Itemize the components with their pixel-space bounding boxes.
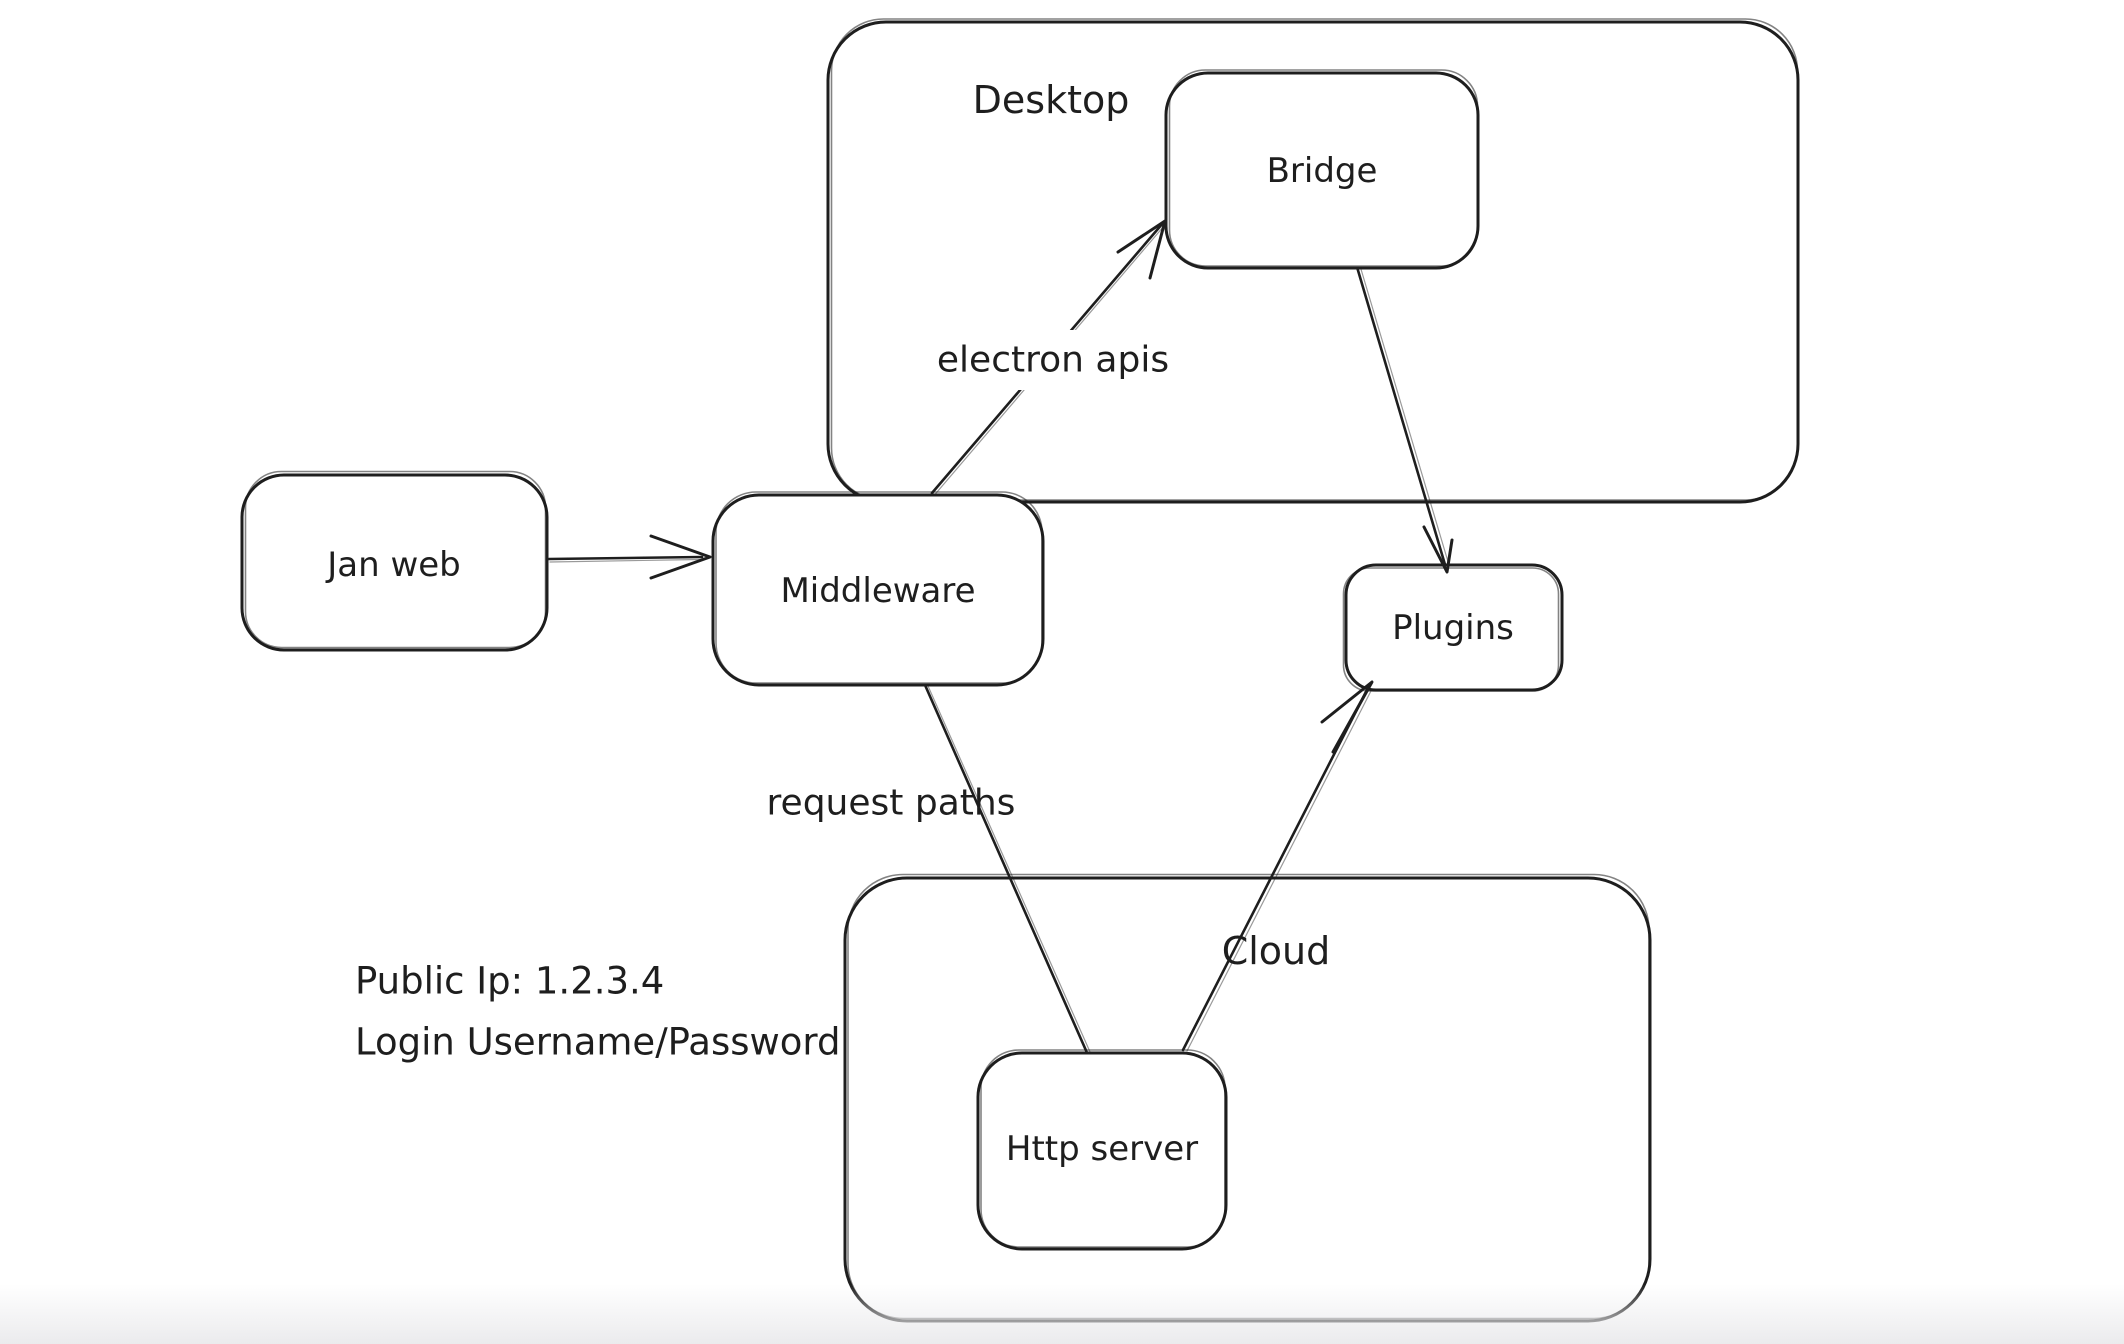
middleware-box[interactable]	[711, 493, 1045, 687]
http-server-sketch-stroke	[980, 1049, 1226, 1248]
electron-apis-label-mask	[918, 330, 1188, 390]
arrowhead-into-plugins-top	[1422, 525, 1454, 574]
edge-label-electron-apis[interactable]: electron apis	[937, 340, 1169, 381]
desktop-container-label: Desktop	[973, 78, 1130, 122]
node-plugins[interactable]	[1342, 563, 1564, 692]
http-server-label: Http server	[1006, 1129, 1198, 1169]
node-jan-web[interactable]	[240, 470, 549, 652]
cloud-container-label: Cloud	[1222, 929, 1331, 973]
bridge-sketch-stroke	[1168, 69, 1479, 267]
middleware-sketch-stroke	[715, 491, 1043, 684]
edge-bridge-plugins[interactable]	[1355, 265, 1450, 570]
node-middleware[interactable]	[711, 491, 1045, 687]
annotation-login-credentials[interactable]: Login Username/Password	[355, 1021, 840, 1064]
middleware-label: Middleware	[780, 571, 975, 611]
plugins-sketch-stroke	[1342, 567, 1560, 692]
jan-web-sketch-stroke	[244, 470, 547, 649]
arrowhead-into-middleware	[649, 534, 712, 580]
jan-web-label: Jan web	[325, 545, 461, 585]
node-bridge[interactable]	[1164, 69, 1480, 270]
plugins-label: Plugins	[1392, 608, 1514, 648]
edge-janweb-middleware[interactable]	[547, 555, 704, 563]
edge-middleware-httpserver[interactable]	[923, 683, 1092, 1057]
plugins-box[interactable]	[1344, 563, 1564, 692]
bridge-label: Bridge	[1267, 151, 1378, 191]
edge-label-request-paths[interactable]: request paths	[767, 783, 1016, 824]
edge-httpserver-plugins[interactable]	[1181, 682, 1375, 1052]
jan-web-box[interactable]	[240, 473, 549, 652]
arrowhead-into-bridge	[1116, 219, 1167, 280]
node-http-server[interactable]	[976, 1049, 1228, 1251]
http-server-box[interactable]	[976, 1051, 1228, 1251]
container-desktop[interactable]	[826, 18, 1800, 504]
arrowhead-into-plugins-bottom	[1320, 680, 1374, 754]
desktop-container-sketch-stroke	[830, 18, 1799, 501]
annotation-public-ip[interactable]: Public Ip: 1.2.3.4	[355, 960, 664, 1003]
